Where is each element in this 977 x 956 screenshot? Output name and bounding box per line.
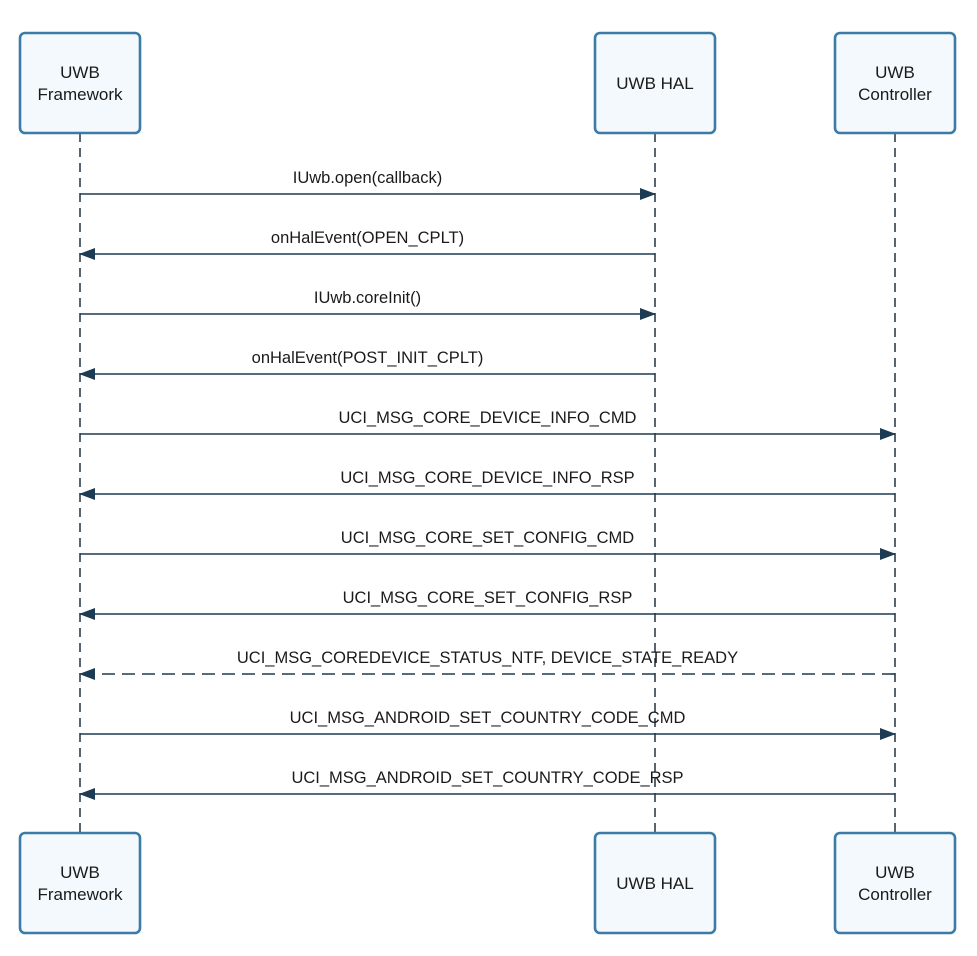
message-label: UCI_MSG_CORE_SET_CONFIG_CMD xyxy=(341,529,634,547)
message-label: onHalEvent(POST_INIT_CPLT) xyxy=(252,349,484,367)
participant-box-framework-top: UWB Framework xyxy=(18,31,142,135)
message-4: onHalEvent(POST_INIT_CPLT) xyxy=(79,349,655,380)
message-label: UCI_MSG_ANDROID_SET_COUNTRY_CODE_CMD xyxy=(290,709,686,727)
participant-box-controller-bottom: UWB Controller xyxy=(833,831,957,935)
participant-label: Controller xyxy=(858,885,932,904)
message-2: onHalEvent(OPEN_CPLT) xyxy=(79,229,655,260)
message-11: UCI_MSG_ANDROID_SET_COUNTRY_CODE_RSP xyxy=(79,769,895,800)
message-label: IUwb.coreInit() xyxy=(314,289,421,307)
message-label: UCI_MSG_COREDEVICE_STATUS_NTF, DEVICE_ST… xyxy=(237,649,738,667)
message-label: IUwb.open(callback) xyxy=(293,169,442,187)
participant-label: UWB HAL xyxy=(616,874,693,893)
participant-label: UWB xyxy=(60,63,100,82)
message-label: onHalEvent(OPEN_CPLT) xyxy=(271,229,464,247)
message-label: UCI_MSG_CORE_DEVICE_INFO_RSP xyxy=(340,469,634,487)
participant-box-hal-top: UWB HAL xyxy=(593,31,717,135)
participant-label: UWB xyxy=(60,863,100,882)
participant-box-hal-bottom: UWB HAL xyxy=(593,831,717,935)
message-8: UCI_MSG_CORE_SET_CONFIG_RSP xyxy=(79,589,895,620)
message-7: UCI_MSG_CORE_SET_CONFIG_CMD xyxy=(80,529,896,560)
message-1: IUwb.open(callback) xyxy=(80,169,656,200)
message-3: IUwb.coreInit() xyxy=(80,289,656,320)
message-label: UCI_MSG_CORE_DEVICE_INFO_CMD xyxy=(339,409,637,427)
message-10: UCI_MSG_ANDROID_SET_COUNTRY_CODE_CMD xyxy=(80,709,896,740)
participant-label: Framework xyxy=(37,85,123,104)
message-label: UCI_MSG_CORE_SET_CONFIG_RSP xyxy=(343,589,633,607)
message-9: UCI_MSG_COREDEVICE_STATUS_NTF, DEVICE_ST… xyxy=(79,649,895,680)
participant-box-controller-top: UWB Controller xyxy=(833,31,957,135)
participant-label: UWB HAL xyxy=(616,74,693,93)
message-6: UCI_MSG_CORE_DEVICE_INFO_RSP xyxy=(79,469,895,500)
message-label: UCI_MSG_ANDROID_SET_COUNTRY_CODE_RSP xyxy=(291,769,683,787)
participant-label: Framework xyxy=(37,885,123,904)
participant-box-framework-bottom: UWB Framework xyxy=(18,831,142,935)
participant-label: UWB xyxy=(875,863,915,882)
participant-label: UWB xyxy=(875,63,915,82)
participant-label: Controller xyxy=(858,85,932,104)
message-5: UCI_MSG_CORE_DEVICE_INFO_CMD xyxy=(80,409,896,440)
